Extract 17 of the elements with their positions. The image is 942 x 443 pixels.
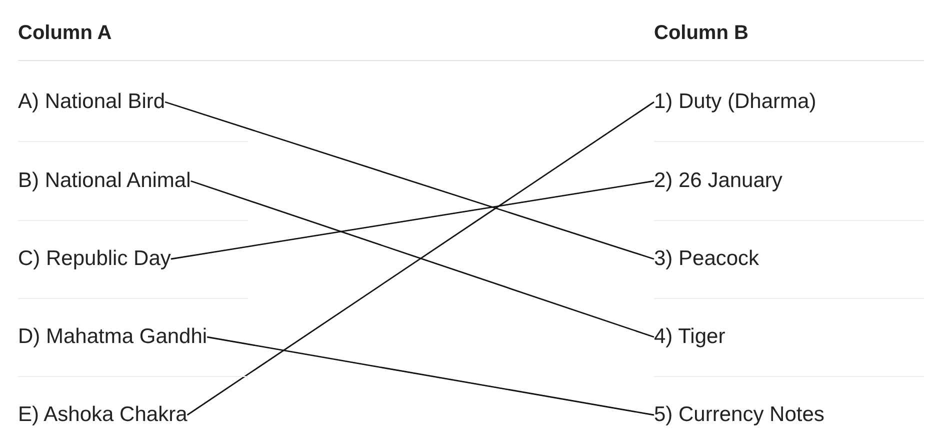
term-text: E) Ashoka Chakra	[18, 402, 188, 428]
match-text: 5) Currency Notes	[654, 402, 824, 428]
term-text: C) Republic Day	[18, 246, 171, 272]
match-text: 1) Duty (Dharma)	[654, 89, 816, 115]
matching-line	[170, 180, 654, 260]
column-heading: Column A	[18, 22, 112, 45]
term-text: D) Mahatma Gandhi	[18, 324, 208, 350]
matching-line	[164, 101, 654, 260]
matching-line	[190, 180, 654, 338]
term-text: A) National Bird	[18, 89, 166, 115]
term-text: B) National Animal	[18, 168, 191, 194]
match-text: 4) Tiger	[654, 324, 726, 350]
match-text: 3) Peacock	[654, 246, 760, 272]
column-heading: Column B	[654, 22, 748, 45]
match-text: 2) 26 January	[654, 168, 782, 194]
matching-line	[206, 336, 654, 416]
matching-line	[186, 101, 654, 416]
